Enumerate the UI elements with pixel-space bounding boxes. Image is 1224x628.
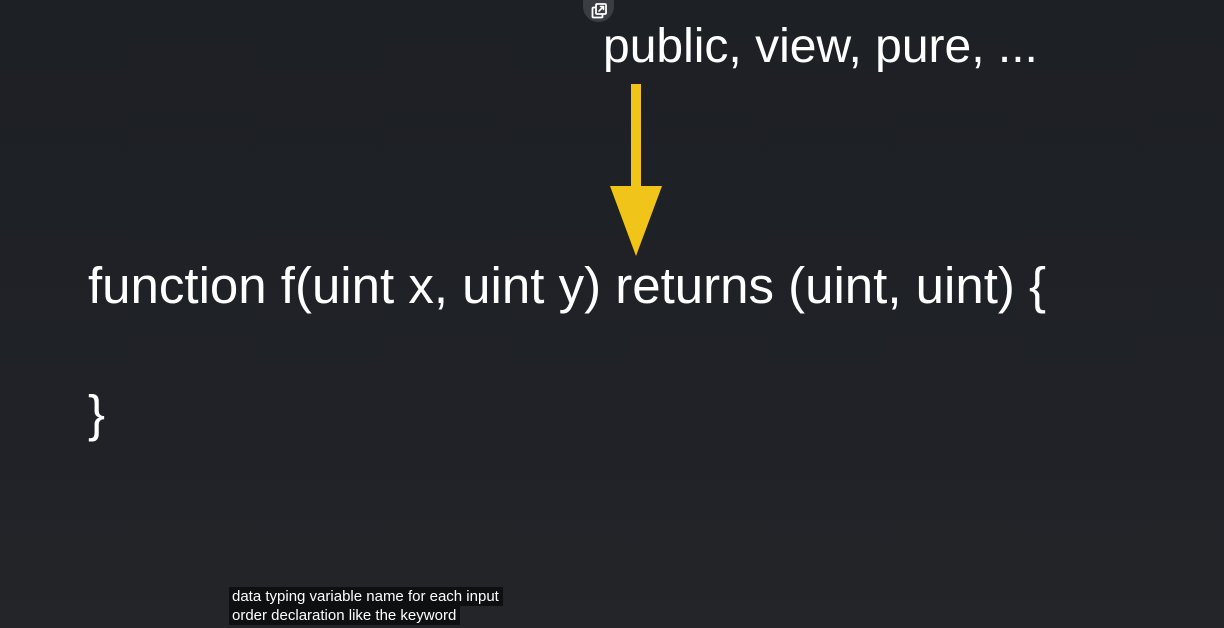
miniplayer-button[interactable]: [583, 0, 614, 22]
captions-panel: data typing variable name for each input…: [229, 587, 503, 625]
modifiers-label: public, view, pure, ...: [603, 20, 1038, 73]
function-signature: function f(uint x, uint y) returns (uint…: [88, 257, 1047, 314]
caption-line-1: data typing variable name for each input: [229, 587, 503, 606]
down-arrow-icon: [610, 84, 662, 256]
closing-brace: }: [88, 385, 106, 442]
caption-line-2: order declaration like the keyword: [229, 606, 461, 625]
popout-icon: [591, 2, 607, 18]
